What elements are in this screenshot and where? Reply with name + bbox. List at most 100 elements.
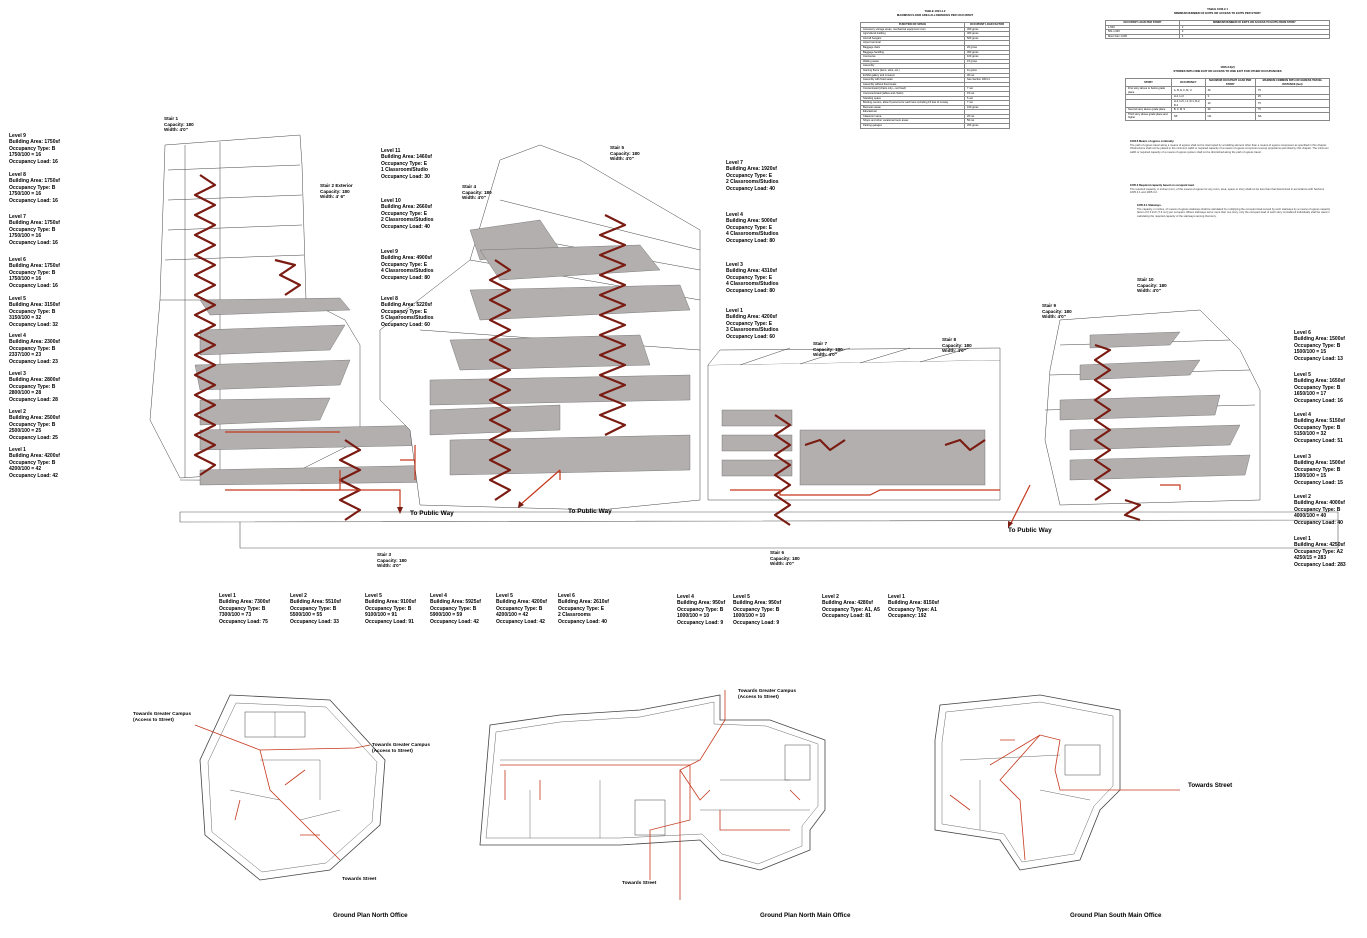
stair-cap: Capacity: 180 (462, 189, 492, 195)
level-calc: 1750/100 = 16 (9, 191, 42, 198)
level-area: Building Area: 1920sf (726, 166, 777, 173)
level-calc: 2337/100 = 23 (9, 352, 42, 359)
level-level: Level 3 (726, 262, 743, 268)
level-type: Occupancy Type: B (9, 421, 56, 428)
table-cell: NA (1204, 111, 1256, 121)
level-calc: 5 Classrooms/Studios (381, 315, 434, 322)
level-area: Building Area: 4200sf (726, 314, 777, 321)
level-load: Occupancy Load: 40 (1294, 519, 1343, 526)
table-cell: H-4, H-5, I-1, R-1, R-2, R-4 (1170, 98, 1206, 109)
level-calc: 4 Classrooms/Studios (381, 268, 434, 275)
level-level: Level 4 (677, 594, 694, 600)
egress-arrowheads (397, 501, 1013, 528)
level-type: Occupancy Type: B (496, 605, 543, 612)
stair-name: Stair 5 (610, 145, 625, 150)
level-calc: 3 Classrooms/Studios (726, 327, 779, 334)
stair-1-run (193, 174, 217, 476)
level-level: Level 1 (9, 447, 26, 453)
caption-south-main-office: Ground Plan South Main Office (1070, 912, 1162, 919)
level-type: Occupancy Type: B (9, 145, 56, 152)
stair-cap: Capacity: 180 (377, 557, 407, 563)
level-area: Building Area: 4000sf (1294, 500, 1345, 507)
level-load: Occupancy Load: 91 (365, 618, 414, 625)
stair-cap: Capacity: 180 (1137, 282, 1167, 288)
level-type: Occupancy Type: E (381, 210, 428, 217)
stair-name: Stair 7 (813, 341, 828, 346)
egress-paths (225, 431, 1181, 526)
stair-cap: Capacity: 180 (320, 188, 350, 194)
stair-width: Width: 4'0" (610, 156, 634, 162)
level-type: Occupancy Type: B (430, 605, 477, 612)
level-load: Occupancy Load: 40 (726, 185, 775, 192)
stair-name: Stair 6 (770, 550, 785, 555)
stair-6-run (773, 414, 792, 526)
level-load: Occupancy Load: 80 (726, 287, 775, 294)
level-level: Level 3 (9, 371, 26, 377)
level-area: Building Area: 5510sf (290, 599, 341, 606)
level-area: Building Area: 1750sf (9, 139, 60, 146)
public-way-label-3: To Public Way (1008, 527, 1052, 534)
level-type: Occupancy Type: B (219, 605, 266, 612)
level-area: Building Area: 1750sf (9, 178, 60, 185)
level-area: Building Area: 5150sf (1294, 418, 1345, 425)
level-calc: 1650/100 = 17 (1294, 391, 1327, 398)
level-load: Occupancy Load: 23 (9, 358, 58, 365)
stair-name: Stair 9 (1042, 303, 1057, 308)
level-calc: 1500/100 = 15 (1294, 349, 1327, 356)
level-load: Occupancy Load: 16 (9, 239, 58, 246)
stair-10-run (1123, 498, 1142, 522)
stair-2-run (274, 258, 302, 296)
level-load: Occupancy Load: 40 (381, 223, 430, 230)
stair-cap: Capacity: 180 (164, 121, 194, 127)
level-load: Occupancy Load: 28 (9, 396, 58, 403)
stair-4-run (488, 259, 512, 501)
level-level: Level 5 (733, 594, 750, 600)
stair-cap: Capacity: 180 (813, 346, 843, 352)
stair-width: Width: 4'0" (377, 563, 401, 569)
level-calc: 1750/100 = 16 (9, 233, 42, 240)
table-cell: NP (1170, 111, 1206, 121)
table-cell: A, B, E, F, M, U (1170, 86, 1206, 96)
level-type: Occupancy Type: E (726, 274, 773, 281)
south-office-slabs (1059, 331, 1251, 481)
level-calc: 2500/100 = 25 (9, 428, 42, 435)
level-calc: 1500/100 = 15 (1294, 473, 1327, 480)
level-level: Level 2 (1294, 494, 1311, 500)
level-area: Building Area: 2660sf (381, 204, 432, 211)
level-load: Occupancy Load: 30 (381, 173, 430, 180)
level-calc: 4 Classrooms/Studios (726, 281, 779, 288)
level-area: Building Area: 4200sf (496, 599, 547, 606)
plan-south-street-label: Towards Street (1188, 782, 1233, 789)
level-load: Occupancy Load: 51 (1294, 437, 1343, 444)
level-type: Occupancy Type: B (1294, 506, 1341, 513)
level-load: Occupancy Load: 42 (430, 618, 479, 625)
stair-name: Stair 8 (942, 337, 957, 342)
level-type: Occupancy Type: E (558, 605, 605, 612)
table-cell: NA (1254, 111, 1331, 121)
level-level: Level 5 (1294, 372, 1311, 378)
level-area: Building Area: 1750sf (9, 263, 60, 270)
level-type: Occupancy Type: B (733, 606, 780, 613)
plan-north-office (199, 694, 386, 881)
stair-cap: Capacity: 180 (610, 150, 640, 156)
level-area: Building Area: 7300sf (219, 599, 270, 606)
public-way-label-2: To Public Way (568, 508, 612, 515)
level-type: Occupancy Type: B (9, 345, 56, 352)
level-area: Building Area: 4310sf (726, 268, 777, 275)
level-calc: 1750/100 = 16 (9, 276, 42, 283)
table-cell: More than 1,000 (1105, 33, 1180, 40)
level-area: Building Area: 1500sf (1294, 460, 1345, 467)
